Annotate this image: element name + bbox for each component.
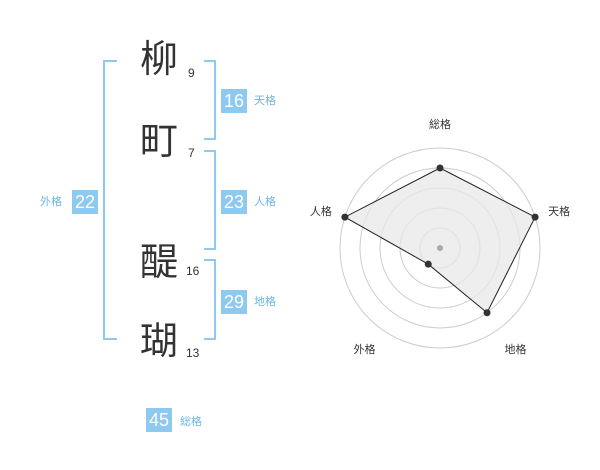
stroke-count-1: 9 bbox=[188, 66, 195, 80]
tenkaku-value-badge: 16 bbox=[221, 89, 248, 113]
radar-axis-label: 外格 bbox=[353, 342, 375, 356]
chikaku-label: 地格 bbox=[254, 295, 276, 308]
radar-center-point bbox=[437, 245, 443, 251]
radar-point-5 bbox=[341, 213, 349, 221]
stroke-count-3: 16 bbox=[186, 264, 200, 278]
name-char-2: 町 bbox=[140, 119, 179, 163]
stroke-count-2: 7 bbox=[188, 146, 195, 160]
radar-axis-label: 総格 bbox=[429, 117, 451, 131]
gaikaku-value-badge: 22 bbox=[72, 190, 99, 214]
gaikaku-bracket bbox=[103, 60, 117, 340]
radar-data-area bbox=[343, 167, 536, 314]
jinkaku-value-badge: 23 bbox=[221, 190, 248, 214]
radar-point-2 bbox=[531, 213, 539, 221]
name-char-1: 柳 bbox=[140, 37, 179, 81]
radar-grid-ring bbox=[339, 147, 541, 349]
name-char-4: 瑚 bbox=[140, 319, 179, 363]
chikaku-bracket bbox=[204, 259, 216, 340]
radar-point-3 bbox=[483, 309, 491, 317]
jinkaku-label: 人格 bbox=[254, 195, 276, 208]
soukaku-value-badge: 45 bbox=[146, 408, 173, 432]
radar-axis-label: 天格 bbox=[548, 204, 570, 218]
name-char-3: 醍 bbox=[140, 240, 179, 284]
radar-axis-label: 地格 bbox=[505, 342, 527, 356]
tenkaku-bracket bbox=[204, 60, 216, 140]
gaikaku-label: 外格 bbox=[40, 195, 62, 208]
tenkaku-label: 天格 bbox=[254, 94, 276, 107]
chikaku-value-badge: 29 bbox=[221, 290, 248, 314]
radar-axis-label: 人格 bbox=[310, 204, 332, 218]
radar-point-4 bbox=[424, 260, 432, 268]
jinkaku-bracket bbox=[204, 150, 216, 250]
stroke-count-4: 13 bbox=[186, 346, 200, 360]
soukaku-label: 総格 bbox=[180, 415, 202, 428]
radar-point-1 bbox=[436, 164, 444, 172]
